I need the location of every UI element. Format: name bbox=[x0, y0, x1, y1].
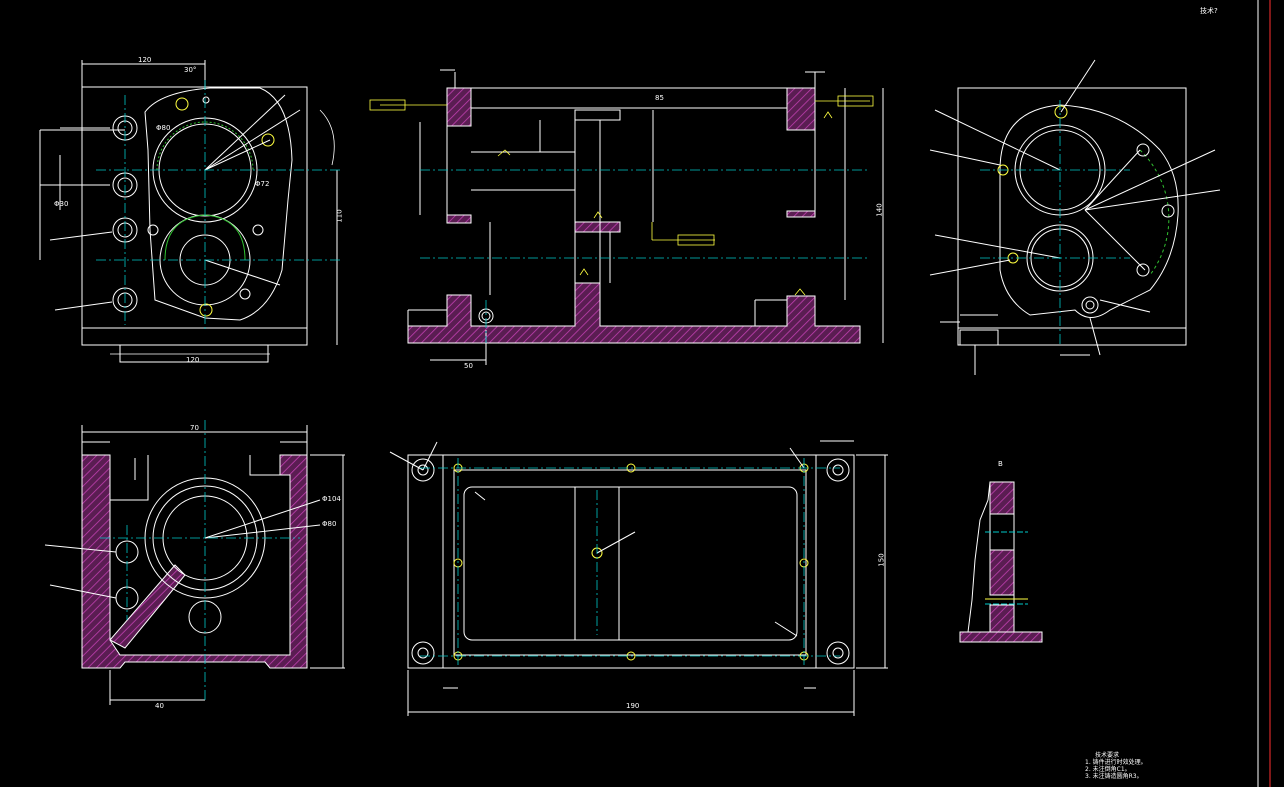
phi80-label: Φ80 bbox=[156, 124, 171, 132]
detail-view bbox=[959, 481, 1043, 643]
front-view-centerlines bbox=[96, 80, 340, 330]
side-view-centerlines bbox=[980, 100, 1130, 345]
section-right-dim: 140 bbox=[875, 203, 884, 217]
plan-top-dim: 70 bbox=[190, 424, 199, 432]
plan-left-dim: 40 bbox=[155, 702, 164, 710]
front-top-dim: 120 bbox=[138, 56, 152, 64]
tech-note-line: 2. 未注倒角C1。 bbox=[1085, 766, 1131, 773]
phi30-label: Φ30 bbox=[54, 200, 69, 208]
plan-phi80-label: Φ80 bbox=[322, 520, 337, 528]
section-top-dim: 85 bbox=[655, 94, 664, 102]
front-right-dim: 110 bbox=[335, 209, 344, 223]
side-view bbox=[929, 59, 1221, 375]
angle-label: 30° bbox=[184, 66, 197, 74]
section-view bbox=[369, 69, 884, 365]
plan-section-view bbox=[44, 420, 345, 705]
bottom-view-centerlines bbox=[420, 458, 840, 665]
front-view bbox=[39, 60, 338, 363]
tech-note-line: 3. 未注铸造圆角R3。 bbox=[1085, 773, 1143, 780]
technical-requirements: 技术要求 1. 铸件进行时效处理。 2. 未注倒角C1。 3. 未注铸造圆角R3… bbox=[1085, 752, 1147, 780]
tech-note-line: 1. 铸件进行时效处理。 bbox=[1085, 759, 1147, 766]
bottom-right-dim: 150 bbox=[877, 553, 886, 567]
bottom-total-dim: 190 bbox=[626, 702, 640, 710]
bottom-view bbox=[389, 440, 888, 716]
front-bottom-dim: 120 bbox=[186, 356, 200, 364]
phi72-label: Φ72 bbox=[255, 180, 270, 188]
plan-phi104-label: Φ104 bbox=[322, 495, 341, 503]
tech-notes-title: 技术要求 bbox=[1095, 752, 1120, 759]
section-left-dim: 50 bbox=[464, 362, 473, 370]
detail-label: B bbox=[998, 460, 1003, 468]
corner-mark: 技术? bbox=[1200, 7, 1218, 15]
